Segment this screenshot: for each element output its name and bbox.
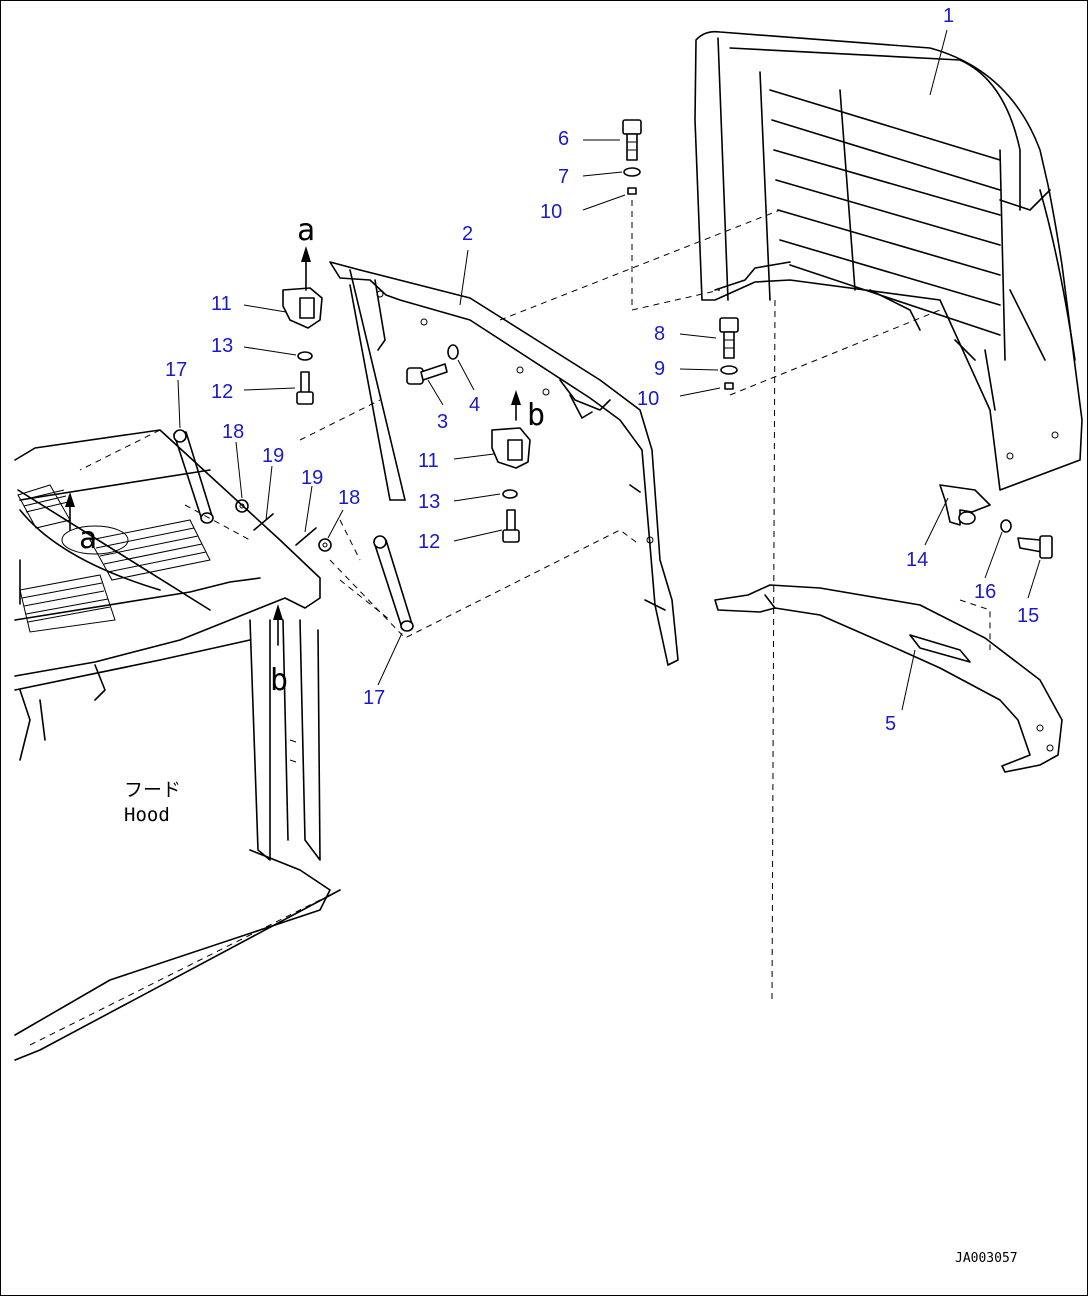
part-6-bolt bbox=[622, 119, 642, 161]
hood-label-japanese: フード bbox=[124, 779, 181, 801]
part-17-gas-spring-left bbox=[173, 429, 214, 524]
callout-7: 7 bbox=[558, 166, 569, 188]
part-19-pin-right bbox=[295, 527, 317, 546]
part-9-washer bbox=[720, 365, 738, 375]
callout-19-left: 19 bbox=[262, 445, 284, 467]
part-3-bolt bbox=[406, 363, 448, 385]
part-8-bolt bbox=[719, 317, 739, 359]
leader-lines bbox=[177, 29, 1041, 711]
part-12-bolt-upper bbox=[296, 371, 314, 405]
callout-5: 5 bbox=[885, 713, 896, 735]
part-2-frame bbox=[329, 261, 679, 666]
part-18-nut-right bbox=[318, 538, 332, 552]
view-letter-b-hood: b bbox=[270, 663, 288, 698]
callout-19-right: 19 bbox=[301, 467, 323, 489]
callout-4: 4 bbox=[469, 394, 480, 416]
view-letter-b-bracket: b bbox=[527, 398, 545, 433]
part-4-washer bbox=[447, 344, 459, 360]
callout-8: 8 bbox=[654, 323, 665, 345]
hood-body bbox=[14, 429, 341, 1061]
callout-14: 14 bbox=[906, 549, 928, 571]
callout-13-upper: 13 bbox=[211, 335, 233, 357]
part-19-pin-left bbox=[253, 513, 274, 531]
callout-9: 9 bbox=[654, 358, 665, 380]
callout-18-left: 18 bbox=[222, 421, 244, 443]
callout-11-middle: 11 bbox=[418, 450, 439, 472]
callout-17-right: 17 bbox=[363, 687, 385, 709]
drawing-code: JA003057 bbox=[955, 1251, 1018, 1266]
part-7-washer bbox=[623, 167, 641, 177]
callout-17-left: 17 bbox=[165, 359, 187, 381]
hood-label-english: Hood bbox=[124, 804, 170, 826]
part-13-washer-middle bbox=[502, 489, 518, 499]
callout-6: 6 bbox=[558, 128, 569, 150]
callout-11-upper: 11 bbox=[211, 293, 232, 315]
callout-12-middle: 12 bbox=[418, 531, 440, 553]
part-17-gas-spring-right bbox=[373, 535, 414, 632]
part-13-washer-upper bbox=[297, 351, 313, 361]
view-arrow-a-top bbox=[301, 246, 311, 291]
callout-18-right: 18 bbox=[338, 487, 360, 509]
callout-3: 3 bbox=[437, 411, 448, 433]
callout-12-upper: 12 bbox=[211, 381, 233, 403]
callout-10-top: 10 bbox=[540, 201, 562, 223]
callout-13-middle: 13 bbox=[418, 491, 440, 513]
view-arrow-b-bracket bbox=[511, 390, 521, 421]
callout-numbers: 1 2 3 4 5 6 7 10 8 9 10 11 13 12 11 13 1… bbox=[165, 5, 1039, 735]
part-14-lock bbox=[939, 484, 991, 526]
view-letter-a-top: a bbox=[297, 213, 315, 248]
view-letter-a-hood: a bbox=[79, 521, 97, 556]
callout-1: 1 bbox=[943, 5, 954, 27]
view-arrow-b-hood bbox=[273, 604, 283, 646]
assembly-dash-lines bbox=[79, 200, 991, 1001]
part-10-nut-top bbox=[627, 187, 637, 195]
callout-16: 16 bbox=[974, 581, 996, 603]
part-12-bolt-middle bbox=[502, 509, 520, 543]
part-5-lower-bracket bbox=[714, 584, 1063, 773]
part-10-nut-lower bbox=[724, 382, 734, 390]
part-11-bracket-middle bbox=[491, 427, 531, 469]
view-arrow-a-hood bbox=[65, 492, 75, 531]
part-11-bracket-upper bbox=[282, 287, 323, 329]
callout-10-lower: 10 bbox=[637, 388, 659, 410]
part-1-grille-cover bbox=[694, 30, 1083, 491]
part-15-bolt bbox=[1017, 535, 1053, 559]
callout-15: 15 bbox=[1017, 605, 1039, 627]
callout-2: 2 bbox=[462, 223, 473, 245]
part-16-washer bbox=[1000, 519, 1012, 533]
